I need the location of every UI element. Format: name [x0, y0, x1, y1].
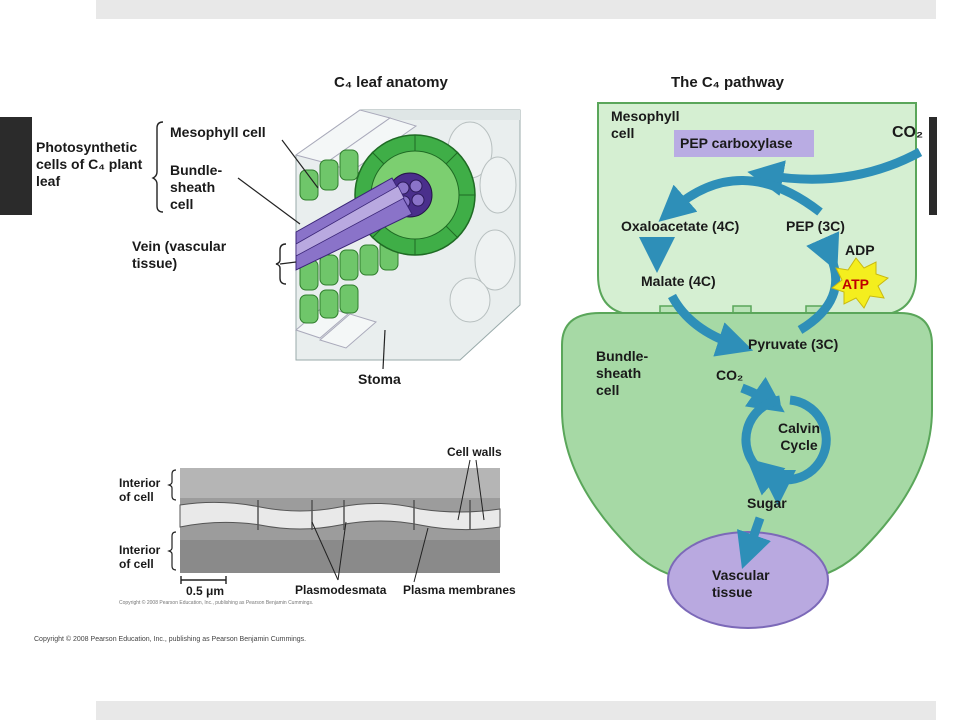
pep-label: PEP (3C) — [786, 218, 845, 234]
bottom-bar — [96, 701, 936, 720]
bundle-sheath-cell-label: Bundle-sheath cell — [596, 348, 649, 398]
co2-input-label: CO₂ — [892, 124, 924, 141]
c4-pathway-title: The C₄ pathway — [671, 74, 784, 91]
sugar-label: Sugar — [747, 495, 787, 511]
mesophyll-cell-label: Mesophyll cell — [611, 108, 680, 141]
oxaloacetate-label: Oxaloacetate (4C) — [621, 218, 740, 234]
co2-bundle-label: CO₂ — [716, 367, 744, 383]
vascular-tissue-label: Vascular tissue — [712, 567, 770, 600]
vein-label: Vein (vascular tissue) — [132, 238, 227, 271]
stoma-label: Stoma — [358, 371, 401, 387]
pep-carboxylase-enzyme: PEP carboxylase — [680, 135, 793, 151]
malate-label: Malate (4C) — [641, 273, 716, 289]
bundle-sheath-cell-label: Bundle-sheath cell — [170, 162, 223, 212]
cell-walls-label: Cell walls — [447, 445, 502, 459]
copyright-footer: Copyright © 2008 Pearson Education, Inc.… — [34, 636, 307, 643]
atp-label: ATP — [842, 276, 869, 292]
micrograph-credit: Copyright © 2008 Pearson Education, Inc.… — [119, 600, 314, 606]
leaf-anatomy-title: C₄ leaf anatomy — [334, 74, 448, 91]
interior-top-label: Interior of cell — [119, 476, 161, 504]
right-side-tab — [929, 117, 937, 215]
adp-label: ADP — [845, 242, 875, 258]
left-side-tab — [0, 117, 32, 215]
scale-bar-label: 0.5 μm — [186, 584, 225, 598]
top-bar — [96, 0, 936, 19]
plasma-membranes-label: Plasma membranes — [403, 583, 516, 597]
mesophyll-cell-label: Mesophyll cell — [170, 124, 266, 140]
plasmodesmata-label: Plasmodesmata — [295, 583, 387, 597]
photosynthetic-cells-label: Photosynthetic cells of C₄ plant leaf — [36, 139, 143, 189]
pyruvate-label: Pyruvate (3C) — [748, 336, 839, 352]
interior-bottom-label: Interior of cell — [119, 543, 161, 571]
calvin-cycle-label: Calvin Cycle — [777, 420, 820, 453]
